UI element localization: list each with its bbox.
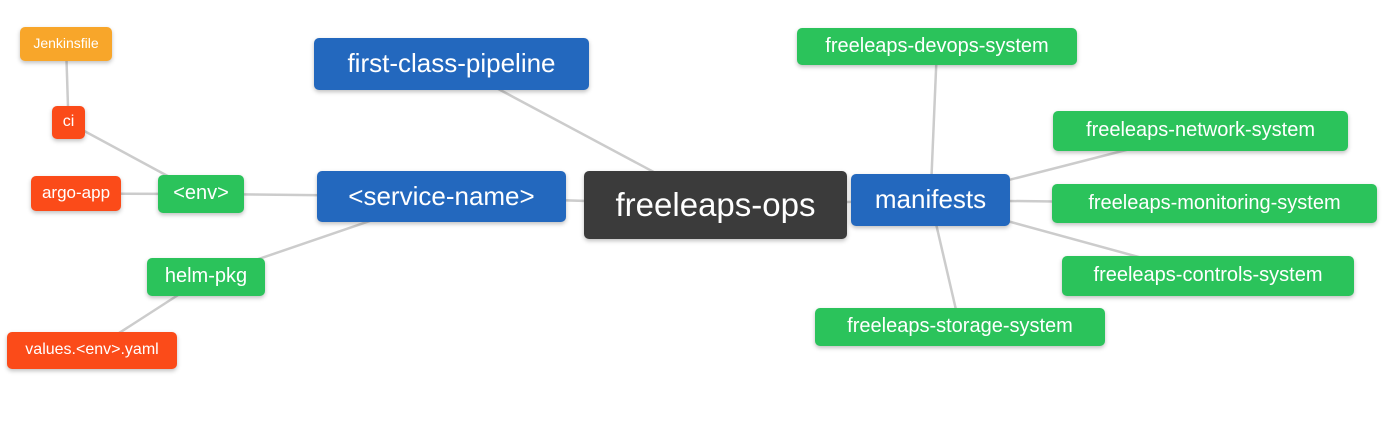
node-argo-app[interactable]: argo-app bbox=[31, 176, 121, 211]
node-label: Jenkinsfile bbox=[33, 35, 99, 51]
node-label: manifests bbox=[874, 184, 987, 214]
node-label: freeleaps-network-system bbox=[1086, 119, 1315, 141]
node-storage-system[interactable]: freeleaps-storage-system bbox=[815, 308, 1105, 346]
node-jenkinsfile[interactable]: Jenkinsfile bbox=[20, 27, 112, 61]
node-values-env-yaml[interactable]: values.<env>.yaml bbox=[7, 332, 177, 369]
node-label: <env> bbox=[173, 182, 229, 204]
node-ci[interactable]: ci bbox=[52, 106, 85, 139]
node-label: helm-pkg bbox=[164, 265, 248, 287]
node-label: freeleaps-ops bbox=[615, 185, 816, 223]
node-service-name[interactable]: <service-name> bbox=[317, 171, 566, 222]
node-manifests[interactable]: manifests bbox=[851, 174, 1010, 226]
node-env[interactable]: <env> bbox=[158, 175, 244, 213]
node-first-class-pipeline[interactable]: first-class-pipeline bbox=[314, 38, 589, 90]
node-label: values.<env>.yaml bbox=[25, 340, 159, 358]
node-label: freeleaps-controls-system bbox=[1093, 264, 1323, 286]
node-label: <service-name> bbox=[348, 180, 535, 211]
node-label: freeleaps-storage-system bbox=[847, 315, 1073, 337]
node-freeleaps-ops[interactable]: freeleaps-ops bbox=[584, 171, 847, 239]
node-label: freeleaps-devops-system bbox=[825, 34, 1049, 57]
node-label: ci bbox=[62, 112, 75, 130]
node-label: freeleaps-monitoring-system bbox=[1088, 191, 1341, 214]
node-network-system[interactable]: freeleaps-network-system bbox=[1053, 111, 1348, 151]
node-monitoring-system[interactable]: freeleaps-monitoring-system bbox=[1052, 184, 1377, 223]
node-helm-pkg[interactable]: helm-pkg bbox=[147, 258, 265, 296]
node-controls-system[interactable]: freeleaps-controls-system bbox=[1062, 256, 1354, 296]
node-devops-system[interactable]: freeleaps-devops-system bbox=[797, 28, 1077, 65]
node-label: argo-app bbox=[41, 183, 111, 202]
node-label: first-class-pipeline bbox=[347, 48, 556, 78]
